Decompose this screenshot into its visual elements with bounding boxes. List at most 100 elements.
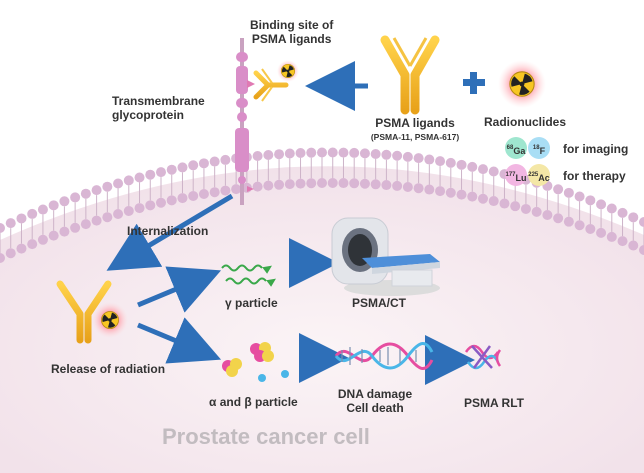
for-imaging-label: for imaging — [563, 142, 629, 156]
lipid-head — [0, 253, 5, 263]
isotope-f-symbol: F — [539, 146, 546, 156]
lipid-head — [445, 157, 456, 168]
bound-ligand-icon — [253, 60, 299, 102]
lipid-head — [80, 219, 91, 230]
lipid-head — [478, 164, 488, 175]
lipid-head — [617, 236, 628, 247]
psma-ct-label: PSMA/CT — [352, 296, 406, 310]
alpha-beta-particle-label: α and β particle — [209, 395, 298, 409]
arrow-internalization — [106, 193, 234, 271]
lipid-head — [198, 189, 209, 200]
lipid-head — [177, 193, 188, 204]
lipid-head — [188, 160, 199, 171]
lipid-head — [467, 161, 478, 172]
lipid-head — [402, 181, 413, 192]
lipid-head — [392, 150, 403, 161]
lipid-head — [596, 227, 607, 238]
psma-ligand-antibody-icon — [380, 35, 440, 115]
isotope-ga-mass: 68 — [506, 145, 514, 151]
internalization-label: Internalization — [127, 224, 209, 238]
binding-site-label: Binding site of PSMA ligands — [250, 18, 333, 46]
lipid-head — [424, 184, 435, 195]
lipid-head — [553, 184, 564, 195]
lipid-head — [413, 153, 424, 164]
lipid-head — [585, 223, 596, 234]
lipid-head — [542, 209, 553, 220]
lipid-head — [91, 215, 102, 226]
dna-damage-line1: DNA damage — [337, 387, 413, 401]
lipid-head — [563, 187, 574, 198]
lipid-head — [349, 178, 360, 189]
lipid-head — [435, 156, 446, 167]
lipid-head — [59, 226, 70, 237]
lipid-head — [156, 167, 166, 178]
lipid-head — [123, 205, 134, 216]
binding-site-label-line2: PSMA ligands — [251, 32, 332, 46]
isotope-f-mass: 18 — [532, 145, 540, 151]
lipid-head — [5, 218, 16, 229]
binding-site-label-line1: Binding site of — [250, 18, 334, 32]
lipid-head — [188, 190, 199, 201]
plus-icon — [463, 72, 485, 94]
radionuclides-label: Radionuclides — [484, 115, 567, 129]
dna-helix-icon — [334, 342, 434, 370]
lipid-head — [370, 149, 381, 160]
lipid-head — [252, 151, 263, 161]
lipid-head — [5, 248, 16, 259]
psma-rlt-label: PSMA RLT — [464, 396, 524, 410]
lipid-head — [327, 147, 338, 158]
transmembrane-label-line1: Transmembrane — [112, 94, 205, 108]
lipid-head — [606, 203, 617, 214]
lipid-head — [166, 195, 177, 206]
arrow-alpha-beta — [137, 317, 222, 364]
lipid-head — [27, 208, 38, 219]
isotope-lu-badge: 177Lu — [505, 164, 527, 186]
lipid-head — [510, 201, 521, 212]
lipid-head — [585, 195, 596, 206]
for-therapy-label: for therapy — [563, 169, 626, 183]
lipid-head — [574, 191, 585, 202]
lipid-head — [145, 200, 156, 211]
gamma-wave-icon — [221, 264, 276, 287]
lipid-head — [520, 203, 531, 214]
transmembrane-label-line2: glycoprotein — [112, 108, 185, 122]
lipid-head — [628, 212, 639, 223]
lipid-head — [531, 206, 542, 217]
lipid-head — [134, 172, 145, 183]
arrows — [106, 61, 475, 385]
lipid-head — [48, 230, 59, 241]
lipid-head — [80, 188, 91, 199]
lipid-head — [252, 181, 263, 192]
lipid-head — [102, 181, 113, 192]
lipid-head — [209, 187, 220, 198]
ct-scanner-icon — [331, 217, 440, 296]
lipid-head — [70, 192, 81, 203]
lipid-head — [306, 147, 317, 158]
lipid-head — [488, 196, 499, 207]
isotope-ac-mass: 225 — [528, 172, 539, 178]
lipid-head — [338, 178, 349, 189]
arrow-gamma — [137, 266, 222, 313]
released-ligand-icon — [56, 280, 128, 344]
lipid-head — [209, 156, 220, 167]
damaged-dna-icon — [464, 344, 502, 370]
lipid-head — [435, 186, 446, 197]
lipid-head — [413, 183, 424, 194]
lipid-head — [306, 178, 317, 189]
lipid-head — [177, 162, 188, 173]
lipid-head — [113, 178, 124, 189]
lipid-head — [445, 187, 456, 198]
lipid-head — [198, 158, 209, 169]
lipid-head — [617, 207, 628, 218]
lipid-head — [628, 240, 639, 251]
lipid-head — [402, 151, 413, 162]
lipid-head — [16, 213, 27, 224]
lipid-head — [596, 199, 607, 210]
isotope-lu-symbol: Lu — [515, 173, 527, 183]
dna-damage-line2: Cell death — [346, 401, 404, 415]
lipid-head — [338, 147, 349, 158]
lipid-head — [424, 154, 435, 165]
lipid-head — [639, 245, 644, 255]
lipid-head — [392, 180, 403, 191]
